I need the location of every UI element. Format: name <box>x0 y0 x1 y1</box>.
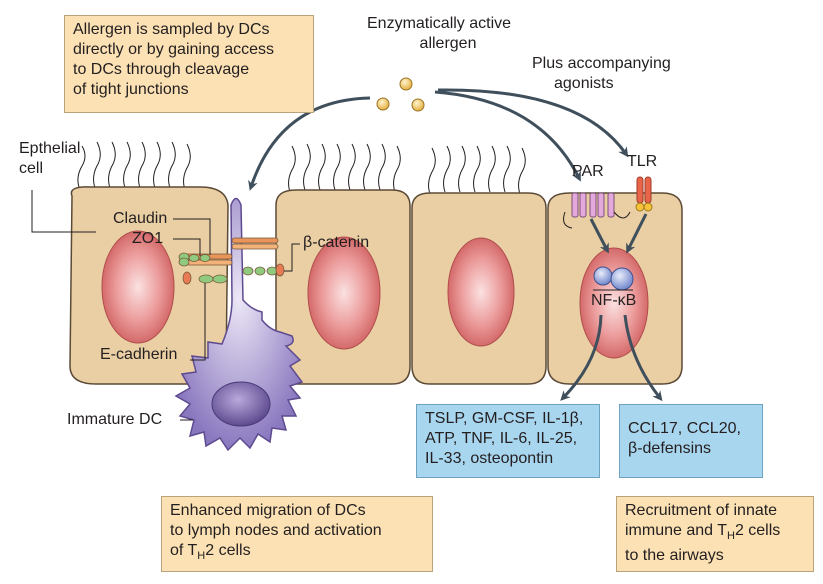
par-receptor <box>563 192 631 229</box>
tlr-label: TLR <box>627 153 658 170</box>
zo1-label: ZO1 <box>132 230 164 247</box>
beta-catenin-label: β-catenin <box>303 234 370 251</box>
claudin-4 <box>231 243 279 250</box>
cytokines-line-3: IL-33, osteopontin <box>425 450 554 467</box>
claudin-3 <box>231 237 279 244</box>
enzymatic-label: Enzymatically active allergen <box>367 15 512 52</box>
allergen-sampling-line-4: of tight junctions <box>73 81 189 98</box>
par-label: PAR <box>572 163 604 180</box>
junction-proteins <box>178 237 285 285</box>
nucleus-2 <box>307 236 381 350</box>
epithelial-label: Epthelial cell <box>19 140 81 177</box>
chemokines-line-1: CCL17, CCL20, <box>628 420 741 437</box>
immature-dc-label: Immature DC <box>67 411 163 428</box>
recruitment-line-1: Recruitment of innate <box>625 502 778 519</box>
recruitment-box: Recruitment of innate immune and TH2 cel… <box>616 496 814 572</box>
claudin-label: Claudin <box>113 210 168 227</box>
arrows <box>248 88 663 402</box>
recruitment-line-3: to the airways <box>625 547 724 564</box>
allergen-sampling-line-1: Allergen is sampled by DCs <box>73 21 270 38</box>
nfkb-label: NF-κB <box>591 292 637 309</box>
nfkb-complex <box>593 266 634 291</box>
cytokines-line-2: ATP, TNF, IL-6, IL-25, <box>425 430 578 447</box>
dc-migration-box: Enhanced migration of DCs to lymph nodes… <box>161 496 433 572</box>
cytokines-line-1: TSLP, GM-CSF, IL-1β, <box>425 410 584 427</box>
allergen-sampling-line-3: to DCs through cleavage <box>73 61 250 78</box>
agonists-label: Plus accompanying agonists <box>532 55 671 92</box>
nucleus-3 <box>447 237 515 347</box>
nucleus-1 <box>101 230 175 344</box>
cilia <box>77 141 526 195</box>
dc-migration-line-3: of TH2 cells <box>170 542 251 562</box>
cytokines-box: TSLP, GM-CSF, IL-1β, ATP, TNF, IL-6, IL-… <box>416 404 600 478</box>
immature-dc <box>174 197 304 452</box>
tlr-receptor <box>635 176 653 212</box>
e-cadherin-label: E-cadherin <box>100 346 178 363</box>
allergen-sampling-box: Allergen is sampled by DCs directly or b… <box>64 15 314 113</box>
allergen-particles <box>376 77 425 112</box>
beta-catenin-2 <box>275 263 285 277</box>
chemokines-box: CCL17, CCL20, β-defensins <box>619 404 763 478</box>
dc-migration-line-1: Enhanced migration of DCs <box>170 502 366 519</box>
dc-nucleus <box>211 381 271 427</box>
leader-lines <box>31 190 300 421</box>
beta-catenin-1 <box>182 271 192 285</box>
dc-migration-line-2: to lymph nodes and activation <box>170 522 382 539</box>
recruitment-line-2: immune and TH2 cells <box>625 522 781 542</box>
allergen-sampling-line-2: directly or by gaining access <box>73 41 274 58</box>
chemokines-line-2: β-defensins <box>628 440 712 457</box>
